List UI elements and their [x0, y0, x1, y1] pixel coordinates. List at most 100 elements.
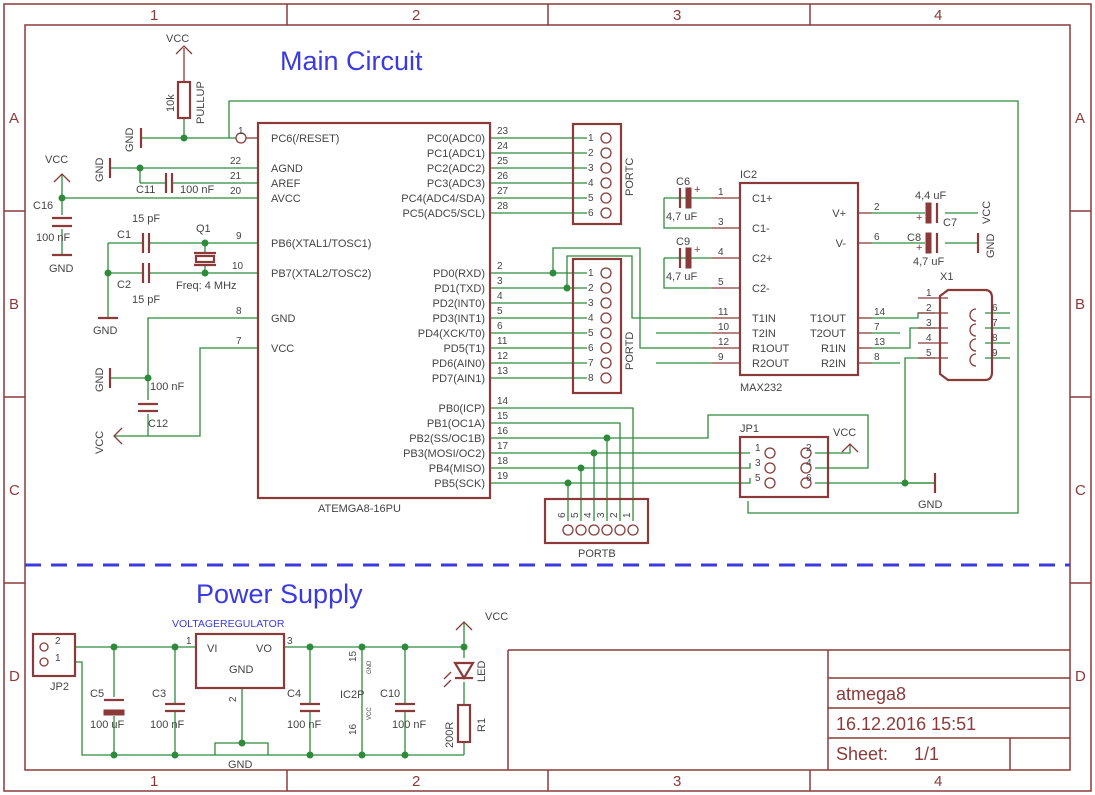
gnd-label: GND — [49, 263, 74, 275]
sheet-value: 1/1 — [914, 744, 939, 764]
jp1-pin — [800, 477, 812, 489]
header-pin-num: 2 — [609, 512, 620, 518]
max-pin-num: 4 — [718, 247, 724, 258]
header-pin — [600, 192, 612, 204]
title-block: atmega8 16.12.2016 15:51 Sheet: 1/1 — [507, 649, 1070, 770]
gnd-label: GND — [985, 234, 997, 259]
regulator-pin: 3 — [287, 636, 293, 647]
mcu-right-pins: 23PC0(ADC0)24PC1(ADC1)25PC2(ADC2)26PC3(A… — [401, 126, 508, 490]
q1-frequency: Freq: 4 MHz — [176, 280, 237, 292]
mcu-pin-label: AREF — [271, 178, 301, 190]
vcc-label: VCC — [485, 611, 508, 623]
drawing-frame: 1 2 3 4 1 2 3 4 A B C D A B C D — [3, 3, 1092, 792]
capacitor-c2: C2 15 pF — [117, 263, 160, 306]
header-pin — [600, 312, 612, 324]
mcu-pin-label: PC3(ADC3) — [427, 178, 485, 190]
capacitor-c10: C10 100 nF — [380, 688, 427, 731]
header-pin — [600, 207, 612, 219]
mcu-pin-label: PB1(OC1A) — [427, 418, 485, 430]
header-pin — [600, 267, 612, 279]
svg-text:+: + — [916, 212, 922, 224]
header-pin-num: 4 — [588, 178, 594, 189]
gnd-label: GND — [94, 158, 106, 183]
mcu-pin-label: PB3(MOSI/OC2) — [403, 448, 485, 460]
row-label: C — [9, 482, 20, 499]
junctions — [58, 134, 909, 759]
jp1-pin — [800, 447, 812, 459]
db9-pin-num: 7 — [992, 318, 998, 329]
sheet-label: Sheet: — [836, 744, 888, 764]
max-pin-label: T1OUT — [810, 313, 846, 325]
db9-pin-loop — [969, 323, 977, 337]
max-pin-label: R2IN — [821, 358, 846, 370]
gnd-label: GND — [228, 759, 253, 771]
atmega8-chip: 1 PC6(/RESET) 22 AGND 21 AREF 20 AVCC 9 … — [230, 121, 509, 515]
col-label: 2 — [412, 773, 420, 790]
jp1-pin-num: 6 — [806, 473, 812, 484]
c7-name: C7 — [943, 217, 957, 229]
max-pin-label: R1IN — [821, 343, 846, 355]
col-label: 4 — [934, 7, 942, 24]
c3-value: 100 nF — [150, 719, 185, 731]
gnd-symbol-crystal: GND — [93, 316, 118, 337]
mcu-pin-num: 6 — [497, 321, 503, 332]
gnd-label: GND — [94, 368, 106, 393]
mcu-pin-num: 12 — [497, 351, 509, 362]
mcu-pin-num: 11 — [497, 336, 508, 347]
capacitor-c12: GND 100 nF C12 VCC — [94, 368, 185, 455]
vcc-label: VCC — [833, 427, 856, 439]
mcu-pin-num: 16 — [497, 426, 509, 437]
header-pin-num: 6 — [557, 512, 568, 518]
header-pin — [562, 524, 574, 536]
c9-name: C9 — [676, 236, 690, 248]
col-label: 4 — [934, 773, 942, 790]
row-label: C — [1075, 482, 1086, 499]
jp1-pin — [764, 462, 776, 474]
mcu-pin-num: 15 — [497, 411, 509, 422]
max-pin-num: 6 — [874, 232, 880, 243]
mcu-pin-label: PB2(SS/OC1B) — [409, 433, 485, 445]
c12-name: C12 — [148, 418, 168, 430]
mcu-pin-num: 5 — [497, 306, 503, 317]
mcu-pin-label: PC4(ADC4/SDA) — [401, 193, 485, 205]
jp1-pin-num: 2 — [806, 443, 812, 454]
mcu-pin-label: PD0(RXD) — [433, 268, 485, 280]
max-pin-num: 1 — [718, 187, 724, 198]
mcu-pin-label: PD7(AIN1) — [432, 373, 485, 385]
max-pin-label: C2+ — [752, 253, 773, 265]
mcu-part-name: ATEMGA8-16PU — [318, 503, 401, 515]
capacitor-c4: C4 100 nF — [287, 688, 322, 731]
max-pin-num: 10 — [718, 322, 730, 333]
c3-name: C3 — [152, 688, 166, 700]
header-pin-num: 7 — [588, 358, 594, 369]
mcu-pin-label: PD6(AIN0) — [432, 358, 485, 370]
max232-ref: IC2 — [740, 169, 757, 181]
mcu-pin-label: PB0(ICP) — [439, 403, 485, 415]
c10-name: C10 — [380, 688, 400, 700]
mcu-pin-label: PC0(ADC0) — [427, 133, 485, 145]
mcu-pin-label: PB5(SCK) — [434, 478, 485, 490]
col-label: 1 — [150, 7, 158, 24]
led-name: LED — [476, 661, 488, 682]
r1-value: 200R — [444, 722, 456, 748]
mcu-pin-label: VCC — [271, 343, 294, 355]
db9-pin-loop — [969, 308, 977, 322]
header-pin-num: 3 — [596, 512, 607, 518]
max-pin-label: T2OUT — [810, 328, 846, 340]
max-pin-label: C1- — [752, 223, 770, 235]
portb-label: PORTB — [578, 548, 616, 560]
header-pin — [614, 524, 626, 536]
power-jack-jp2: 2 1 JP2 — [31, 632, 77, 693]
jp1-pin-num: 3 — [755, 458, 761, 469]
max232-name: MAX232 — [740, 382, 782, 394]
header-pin — [600, 162, 612, 174]
max-pin-num: 5 — [718, 277, 724, 288]
header-pin — [600, 342, 612, 354]
ic2-power-pins: 15 GND IC2P 16 VCC — [340, 650, 373, 735]
max-pin-label: R2OUT — [752, 358, 790, 370]
db9-pin-num: 1 — [926, 288, 932, 299]
col-label: 2 — [412, 7, 420, 24]
